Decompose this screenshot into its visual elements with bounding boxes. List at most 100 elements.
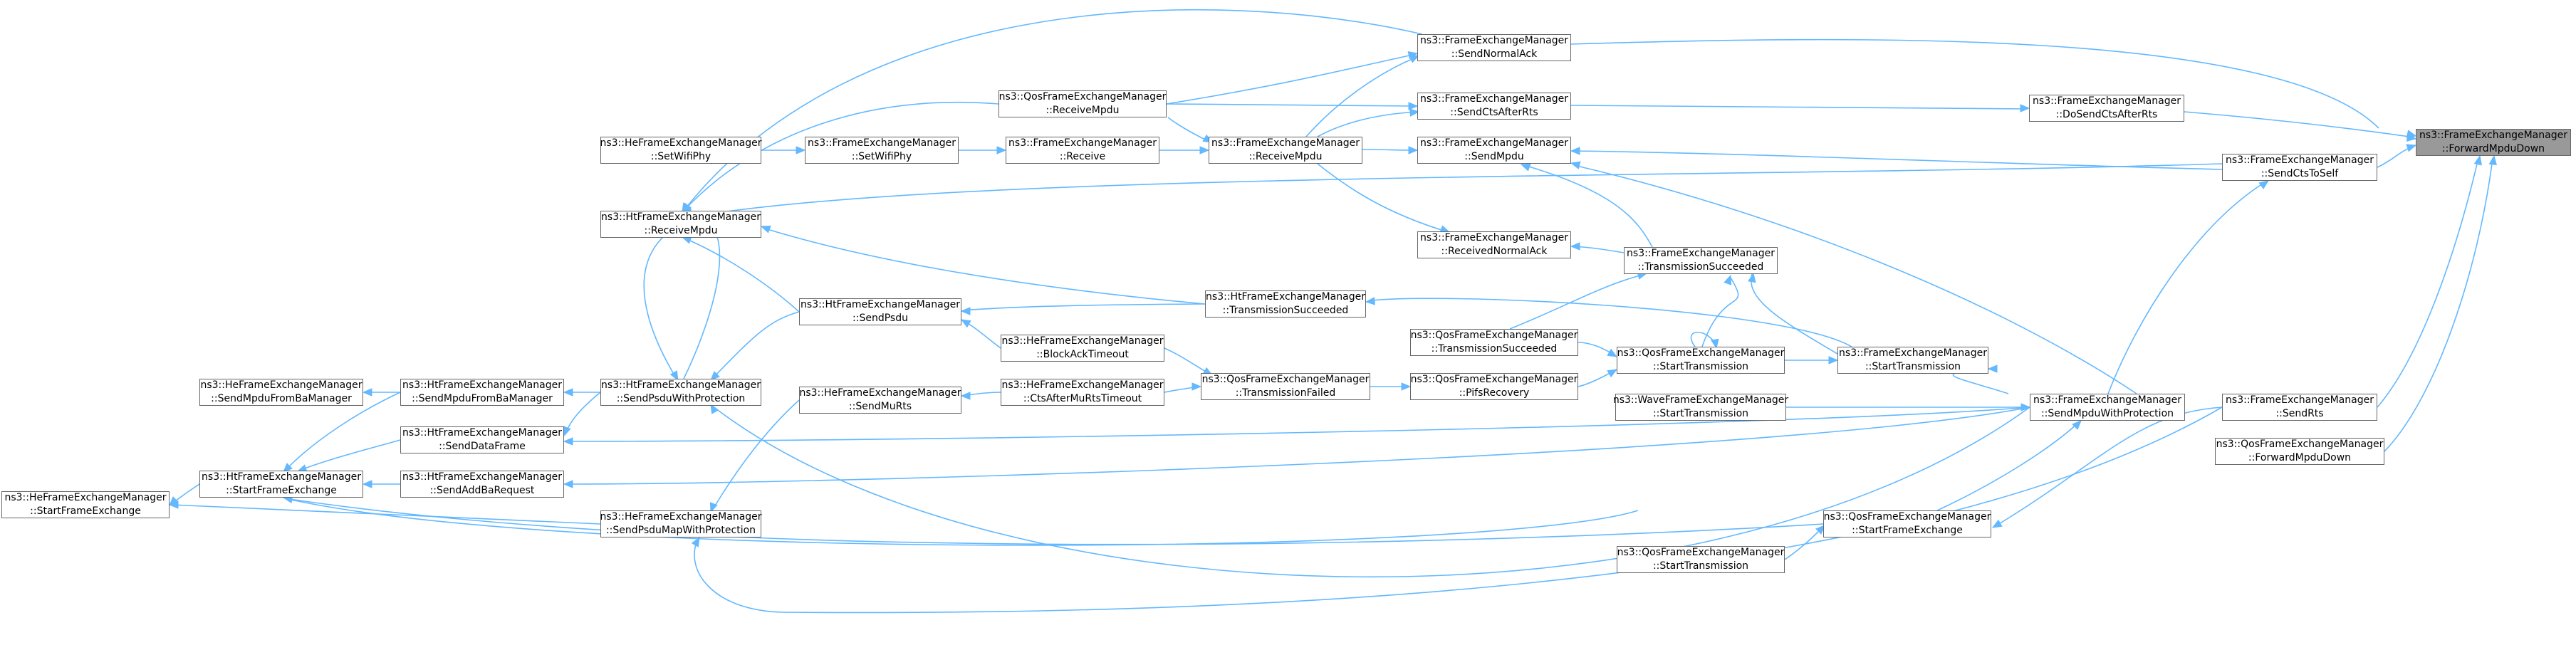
node-qos-start-transmission-2[interactable]: ns3::QosFrameExchangeManager ::StartTran… <box>1617 546 1785 573</box>
node-label-line1: ns3::FrameExchangeManager <box>1839 347 1987 359</box>
node-label-line2: ::SetWifiPhy <box>650 151 711 162</box>
node-ht-start-frame-exchange[interactable]: ns3::HtFrameExchangeManager ::StartFrame… <box>199 471 363 498</box>
node-label-line1: ns3::FrameExchangeManager <box>1420 232 1568 243</box>
node-label-line2: ::SendCtsAfterRts <box>1450 107 1538 118</box>
node-receive[interactable]: ns3::FrameExchangeManager ::Receive <box>1006 137 1159 164</box>
edge-arrowhead <box>1828 356 1839 365</box>
edge-arrowhead <box>960 319 971 328</box>
edge-arrowhead <box>960 307 971 315</box>
node-label-line2: ::SendMuRts <box>848 401 912 412</box>
call-edge <box>1690 332 1717 347</box>
node-label-line2: ::TransmissionSucceeded <box>1222 305 1349 316</box>
call-edge <box>1166 103 1417 107</box>
node-ht-send-psdu-with-protection[interactable]: ns3::HtFrameExchangeManager ::SendPsduWi… <box>600 379 761 406</box>
edge-arrowhead <box>563 388 573 397</box>
node-pifs-recovery[interactable]: ns3::QosFrameExchangeManager ::PifsRecov… <box>1410 373 1578 400</box>
node-label-line1: ns3::FrameExchangeManager <box>808 137 956 149</box>
node-ht-receive-mpdu[interactable]: ns3::HtFrameExchangeManager ::ReceiveMpd… <box>600 211 761 238</box>
node-wave-start-transmission[interactable]: ns3::WaveFrameExchangeManager ::StartTra… <box>1613 394 1788 421</box>
node-label-line1: ns3::FrameExchangeManager <box>2033 95 2181 107</box>
node-send-normal-ack[interactable]: ns3::FrameExchangeManager ::SendNormalAc… <box>1417 34 1571 61</box>
node-transmission-succeeded[interactable]: ns3::FrameExchangeManager ::Transmission… <box>1624 247 1778 274</box>
node-label-line2: ::ReceivedNormalAck <box>1441 246 1548 257</box>
call-edge <box>170 504 601 525</box>
call-edge <box>1164 347 1211 375</box>
node-label-line2: ::BlockAckTimeout <box>1036 349 1129 360</box>
node-ht-send-add-ba-request[interactable]: ns3::HtFrameExchangeManager ::SendAddBaR… <box>400 471 564 498</box>
call-edge <box>683 101 999 211</box>
node-qos-transmission-failed[interactable]: ns3::QosFrameExchangeManager ::Transmiss… <box>1201 373 1370 400</box>
node-start-transmission[interactable]: ns3::FrameExchangeManager ::StartTransmi… <box>1837 347 1988 374</box>
call-edge <box>565 392 601 435</box>
node-label-line2: ::SetWifiPhy <box>851 151 912 162</box>
call-edge <box>683 9 1423 211</box>
call-edge <box>1317 163 1446 232</box>
node-ht-send-psdu[interactable]: ns3::HtFrameExchangeManager ::SendPsdu <box>799 298 961 325</box>
node-qos-start-frame-exchange[interactable]: ns3::QosFrameExchangeManager ::StartFram… <box>1823 510 1991 538</box>
node-label-line2: ::SendNormalAck <box>1451 48 1538 60</box>
node-label-line1: ns3::HtFrameExchangeManager <box>601 211 761 223</box>
node-received-normal-ack[interactable]: ns3::FrameExchangeManager ::ReceivedNorm… <box>1417 231 1571 258</box>
call-edge <box>565 407 2030 485</box>
node-send-rts[interactable]: ns3::FrameExchangeManager ::SendRts <box>2222 394 2377 421</box>
call-edge <box>1750 273 1838 355</box>
node-label-line1: ns3::QosFrameExchangeManager <box>1823 511 1991 523</box>
node-label-line1: ns3::FrameExchangeManager <box>1008 137 1157 149</box>
node-ht-send-mpdu-from-ba-manager[interactable]: ns3::HtFrameExchangeManager ::SendMpduFr… <box>400 379 564 406</box>
node-ht-send-data-frame[interactable]: ns3::HtFrameExchangeManager ::SendDataFr… <box>400 426 564 453</box>
node-qos-start-transmission[interactable]: ns3::QosFrameExchangeManager ::StartTran… <box>1617 347 1785 374</box>
edge-arrowhead <box>960 392 971 400</box>
node-label-line1: ns3::QosFrameExchangeManager <box>1617 547 1785 558</box>
node-send-cts-to-self[interactable]: ns3::FrameExchangeManager ::SendCtsToSel… <box>2222 154 2377 181</box>
node-label-line1: ns3::FrameExchangeManager <box>1627 248 1775 259</box>
node-send-cts-after-rts[interactable]: ns3::FrameExchangeManager ::SendCtsAfter… <box>1417 93 1571 120</box>
edge-arrowhead <box>1191 382 1202 391</box>
edge-arrowhead <box>1401 382 1412 391</box>
node-receive-mpdu[interactable]: ns3::FrameExchangeManager ::ReceiveMpdu <box>1209 137 1362 164</box>
node-label-line2: ::StartTransmission <box>1652 408 1749 419</box>
node-label-line1: ns3::HeFrameExchangeManager <box>600 511 762 523</box>
node-label-line1: ns3::HtFrameExchangeManager <box>402 471 562 483</box>
node-label-line1: ns3::FrameExchangeManager <box>2226 154 2374 166</box>
node-he-send-mu-rts[interactable]: ns3::HeFrameExchangeManager ::SendMuRts <box>799 387 961 414</box>
edge-arrowhead <box>168 500 179 509</box>
edge-arrowhead <box>2020 104 2030 112</box>
node-qos-forward-mpdu-down[interactable]: ns3::QosFrameExchangeManager ::ForwardMp… <box>2215 438 2384 465</box>
node-he-start-frame-exchange[interactable]: ns3::HeFrameExchangeManager ::StartFrame… <box>1 491 170 518</box>
call-edge <box>1701 277 1739 347</box>
edge-arrowhead <box>1570 147 1580 155</box>
call-edge <box>284 392 401 471</box>
node-label-line1: ns3::HeFrameExchangeManager <box>799 387 961 399</box>
node-he-send-mpdu-from-ba-manager[interactable]: ns3::HeFrameExchangeManager ::SendMpduFr… <box>199 379 363 406</box>
node-send-mpdu[interactable]: ns3::FrameExchangeManager ::SendMpdu <box>1417 137 1571 164</box>
edge-arrowhead <box>1199 146 1210 154</box>
call-edge <box>962 303 1206 311</box>
edge-arrowhead <box>1711 338 1719 350</box>
edge-arrowhead <box>1408 102 1419 110</box>
node-label-line1: ns3::FrameExchangeManager <box>1420 35 1568 46</box>
node-label-line1: ns3::HtFrameExchangeManager <box>402 427 562 439</box>
node-ht-transmission-succeeded[interactable]: ns3::HtFrameExchangeManager ::Transmissi… <box>1205 290 1366 318</box>
node-qos-receive-mpdu[interactable]: ns3::QosFrameExchangeManager ::ReceiveMp… <box>998 90 1167 117</box>
node-label-line1: ns3::QosFrameExchangeManager <box>1201 374 1370 385</box>
node-label-line2: ::SendMpduFromBaManager <box>412 393 553 404</box>
edge-arrowhead <box>710 371 720 381</box>
node-label-line2: ::StartFrameExchange <box>226 485 337 496</box>
node-send-mpdu-with-protection[interactable]: ns3::FrameExchangeManager ::SendMpduWith… <box>2030 394 2185 421</box>
node-he-send-psdu-map-with-protection[interactable]: ns3::HeFrameExchangeManager ::SendPsduMa… <box>600 510 762 538</box>
node-qos-transmission-succeeded[interactable]: ns3::QosFrameExchangeManager ::Transmiss… <box>1410 329 1578 356</box>
edge-arrowhead <box>796 146 806 154</box>
node-he-block-ack-timeout[interactable]: ns3::HeFrameExchangeManager ::BlockAckTi… <box>1001 335 1164 362</box>
node-he-set-wifi-phy[interactable]: ns3::HeFrameExchangeManager ::SetWifiPhy <box>600 137 762 164</box>
node-he-cts-after-mu-rts-timeout[interactable]: ns3::HeFrameExchangeManager ::CtsAfterMu… <box>1001 379 1164 406</box>
node-label-line1: ns3::QosFrameExchangeManager <box>1617 347 1785 359</box>
node-label-line1: ns3::HtFrameExchangeManager <box>801 299 960 310</box>
node-frame-exchange-manager-forward-mpdu-down[interactable]: ns3::FrameExchangeManager ::ForwardMpduD… <box>2416 129 2571 156</box>
node-set-wifi-phy[interactable]: ns3::FrameExchangeManager ::SetWifiPhy <box>805 137 959 164</box>
call-edge <box>683 237 800 313</box>
node-label-line2: ::SendDataFrame <box>439 441 526 452</box>
call-edge <box>284 498 1824 545</box>
node-do-send-cts-after-rts[interactable]: ns3::FrameExchangeManager ::DoSendCtsAft… <box>2029 95 2184 122</box>
node-label-line1: ns3::HtFrameExchangeManager <box>202 471 361 483</box>
